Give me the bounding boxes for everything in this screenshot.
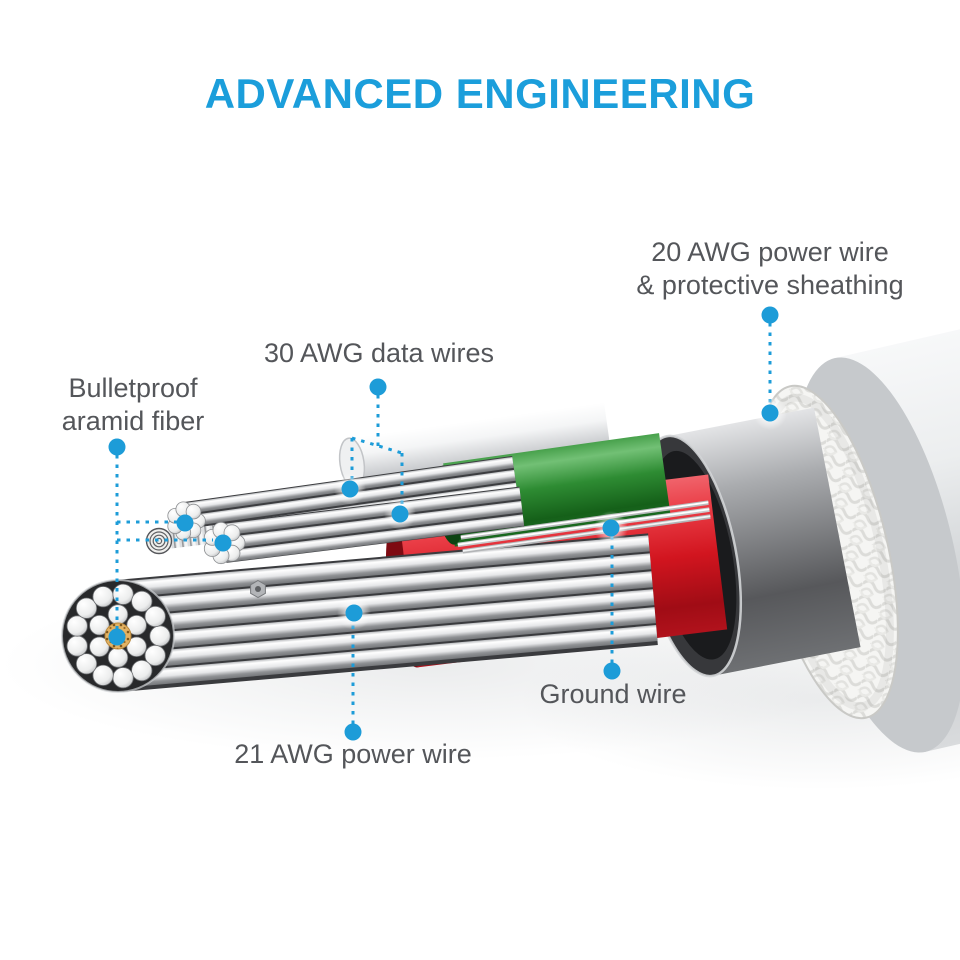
callout-label-aramid: Bulletproof aramid fiber: [62, 372, 205, 438]
callout-label-line: aramid fiber: [61, 406, 205, 436]
callout-dot-ground-end: [602, 519, 620, 537]
callout-dot-ground-label: [603, 662, 621, 680]
page-title: ADVANCED ENGINEERING: [204, 70, 756, 117]
callout-dot-aramid-label: [108, 438, 126, 456]
callout-label-line: 21 AWG power wire: [234, 739, 472, 769]
callout-dot-datawire-1: [341, 480, 359, 498]
ground-wire-strands: [457, 500, 711, 554]
callout-label-line: Bulletproof: [68, 373, 198, 403]
callout-dot-power21-end: [345, 604, 363, 622]
data-wire-bundle-2: [221, 486, 525, 563]
callout-label-line: 20 AWG power wire: [651, 237, 889, 267]
hex-nut: [250, 579, 266, 599]
callout-dot-datawires-label: [369, 378, 387, 396]
callout-dot-power21-label: [344, 723, 362, 741]
callout-dot-aramid-2: [214, 534, 232, 552]
callout-label-line: & protective sheathing: [636, 270, 904, 300]
callout-label-power21: 21 AWG power wire: [234, 738, 472, 771]
callout-label-line: 30 AWG data wires: [263, 338, 495, 368]
callout-label-sheathing: 20 AWG power wire & protective sheathing: [636, 236, 903, 302]
callout-dot-aramid-1: [176, 514, 194, 532]
callout-label-ground: Ground wire: [539, 678, 686, 711]
callout-dot-aramid-core: [108, 628, 126, 646]
callout-dots: [108, 306, 787, 741]
callout-dot-datawire-2: [391, 505, 409, 523]
callout-dot-sheathing-end: [761, 404, 779, 422]
power-wire-bundle: [113, 533, 658, 692]
callout-leaders: [115, 323, 772, 724]
callout-dot-sheathing-label: [761, 306, 779, 324]
callout-label-data-wires: 30 AWG data wires: [264, 337, 494, 370]
callout-label-line: Ground wire: [539, 679, 687, 709]
